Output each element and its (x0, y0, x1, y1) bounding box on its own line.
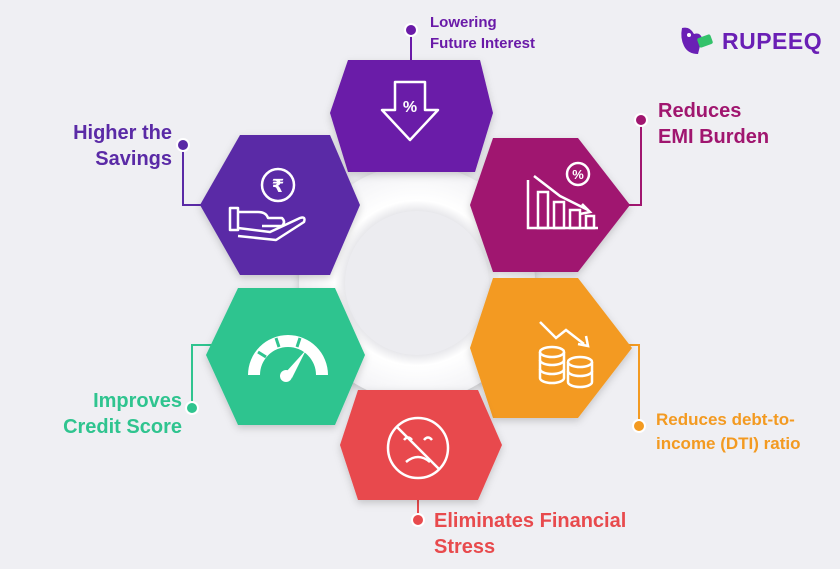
speedometer-icon (248, 335, 328, 382)
label-reduces-emi-line-1: Reduces (658, 100, 742, 122)
hexagon-higher-savings (200, 135, 360, 275)
label-eliminates-stress-line-2: Stress (434, 536, 496, 558)
label-higher-savings-line-2: Savings (95, 148, 172, 170)
label-reduces-dti-line-2: income (DTI) ratio (656, 434, 801, 453)
no-sad-face-icon (386, 416, 450, 480)
svg-text:%: % (403, 99, 417, 116)
dot-reduces-emi (634, 113, 648, 127)
declining-bar-chart-icon: % (526, 161, 598, 230)
label-improves-credit-line-2: Credit Score (63, 416, 182, 438)
brand-logo[interactable]: RUPEEQ (676, 24, 822, 58)
hexagon-improves-credit (206, 288, 365, 425)
label-reduces-dti: Reduces debt-to- income (DTI) ratio (656, 408, 801, 456)
label-higher-savings: Higher the Savings (73, 120, 172, 172)
rupee-hand-icon: ₹ (228, 167, 306, 242)
coin-stacks-icon (538, 321, 594, 389)
brand-name: RUPEEQ (722, 27, 823, 54)
dot-eliminates-stress (411, 513, 425, 527)
hexagon-reduces-emi (470, 138, 630, 272)
svg-text:%: % (572, 167, 584, 182)
hexagon-lowering-interest (330, 60, 493, 172)
dot-reduces-dti (632, 419, 646, 433)
bird-logo-icon (681, 27, 713, 54)
connector-dots (176, 23, 648, 527)
label-reduces-emi-line-2: EMI Burden (658, 126, 770, 148)
dot-lowering-interest (404, 23, 418, 37)
label-eliminates-stress: Eliminates Financial Stress (434, 508, 626, 560)
percent-down-arrow-icon: % (380, 80, 440, 142)
label-improves-credit: Improves Credit Score (63, 388, 182, 440)
label-eliminates-stress-line-1: Eliminates Financial (434, 510, 627, 532)
speedometer-ticks (257, 337, 302, 359)
connector-reduces-emi (618, 120, 642, 206)
label-higher-savings-line-1: Higher the (73, 122, 172, 144)
label-lowering-interest-line-2: Future Interest (430, 35, 536, 52)
dot-higher-savings (176, 138, 190, 152)
label-lowering-interest: Lowering Future Interest (430, 12, 535, 54)
hexagon-eliminates-stress (340, 390, 502, 500)
connector-improves-credit (191, 344, 215, 408)
label-lowering-interest-line-1: Lowering (430, 14, 497, 31)
label-improves-credit-line-1: Improves (93, 390, 182, 412)
dot-improves-credit (185, 401, 199, 415)
svg-text:₹: ₹ (272, 176, 285, 197)
center-hole (345, 211, 489, 355)
label-reduces-dti-line-1: Reduces debt-to- (656, 410, 795, 429)
label-reduces-emi: Reduces EMI Burden (658, 98, 769, 150)
